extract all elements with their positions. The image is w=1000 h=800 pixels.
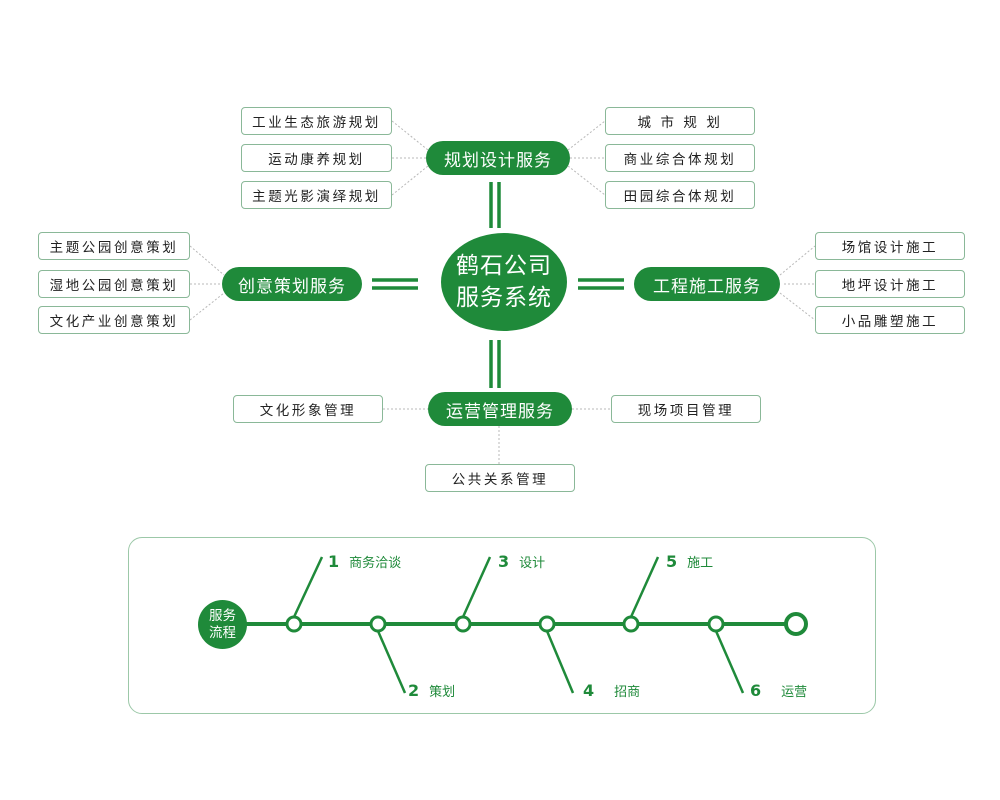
step-label: 设计 — [519, 556, 546, 571]
flow-step-5: 5 施工 — [666, 552, 713, 571]
step-label: 施工 — [687, 556, 714, 571]
center-title-line1: 鹤石公司 — [456, 253, 552, 279]
step-number: 6 — [750, 681, 762, 700]
flow-node-1 — [285, 615, 303, 633]
service-flow-frame — [128, 537, 876, 714]
service-flow-start: 服务 流程 — [198, 600, 247, 649]
flow-node-2 — [369, 615, 387, 633]
step-label: 策划 — [429, 685, 456, 700]
planning-item-box: 主题光影演绎规划 — [241, 181, 392, 209]
dotted-connectors — [189, 120, 816, 464]
planning-item-box: 工业生态旅游规划 — [241, 107, 392, 135]
step-number: 2 — [408, 681, 420, 700]
operations-service-pill: 运营管理服务 — [428, 392, 572, 426]
center-connectors — [372, 182, 624, 388]
operations-item-box: 文化形象管理 — [233, 395, 383, 423]
step-number: 5 — [666, 552, 678, 571]
flow-start-line2: 流程 — [209, 624, 236, 641]
step-number: 4 — [583, 681, 595, 700]
flow-step-6: 6 运营 — [750, 681, 807, 700]
creative-item-box: 湿地公园创意策划 — [38, 270, 190, 298]
engineering-item-box: 场馆设计施工 — [815, 232, 965, 260]
planning-item-box: 城 市 规 划 — [605, 107, 755, 135]
flow-end-node — [784, 612, 808, 636]
planning-item-box: 商业综合体规划 — [605, 144, 755, 172]
step-label: 招商 — [614, 685, 641, 700]
flow-step-1: 1 商务洽谈 — [328, 552, 401, 571]
step-label: 运营 — [781, 685, 808, 700]
step-number: 3 — [498, 552, 510, 571]
creative-service-pill: 创意策划服务 — [222, 267, 362, 301]
planning-item-box: 田园综合体规划 — [605, 181, 755, 209]
creative-item-box: 主题公园创意策划 — [38, 232, 190, 260]
planning-service-pill: 规划设计服务 — [426, 141, 570, 175]
flow-step-3: 3 设计 — [498, 552, 545, 571]
operations-item-box: 公共关系管理 — [425, 464, 575, 492]
center-title-line2: 服务系统 — [456, 285, 552, 311]
flow-node-6 — [707, 615, 725, 633]
center-hub: 鹤石公司 服务系统 — [441, 233, 567, 331]
engineering-item-box: 小品雕塑施工 — [815, 306, 965, 334]
creative-item-box: 文化产业创意策划 — [38, 306, 190, 334]
engineering-item-box: 地坪设计施工 — [815, 270, 965, 298]
flow-step-4: 4 招商 — [583, 681, 640, 700]
step-number: 1 — [328, 552, 340, 571]
flow-leader-lines — [292, 556, 745, 694]
engineering-service-pill: 工程施工服务 — [634, 267, 780, 301]
step-label: 商务洽谈 — [349, 556, 402, 571]
flow-nodes — [285, 612, 808, 636]
operations-item-box: 现场项目管理 — [611, 395, 761, 423]
flow-step-2: 2 策划 — [408, 681, 455, 700]
flow-node-5 — [622, 615, 640, 633]
flow-node-3 — [454, 615, 472, 633]
planning-item-box: 运动康养规划 — [241, 144, 392, 172]
flow-node-4 — [538, 615, 556, 633]
flow-start-line1: 服务 — [209, 607, 236, 624]
